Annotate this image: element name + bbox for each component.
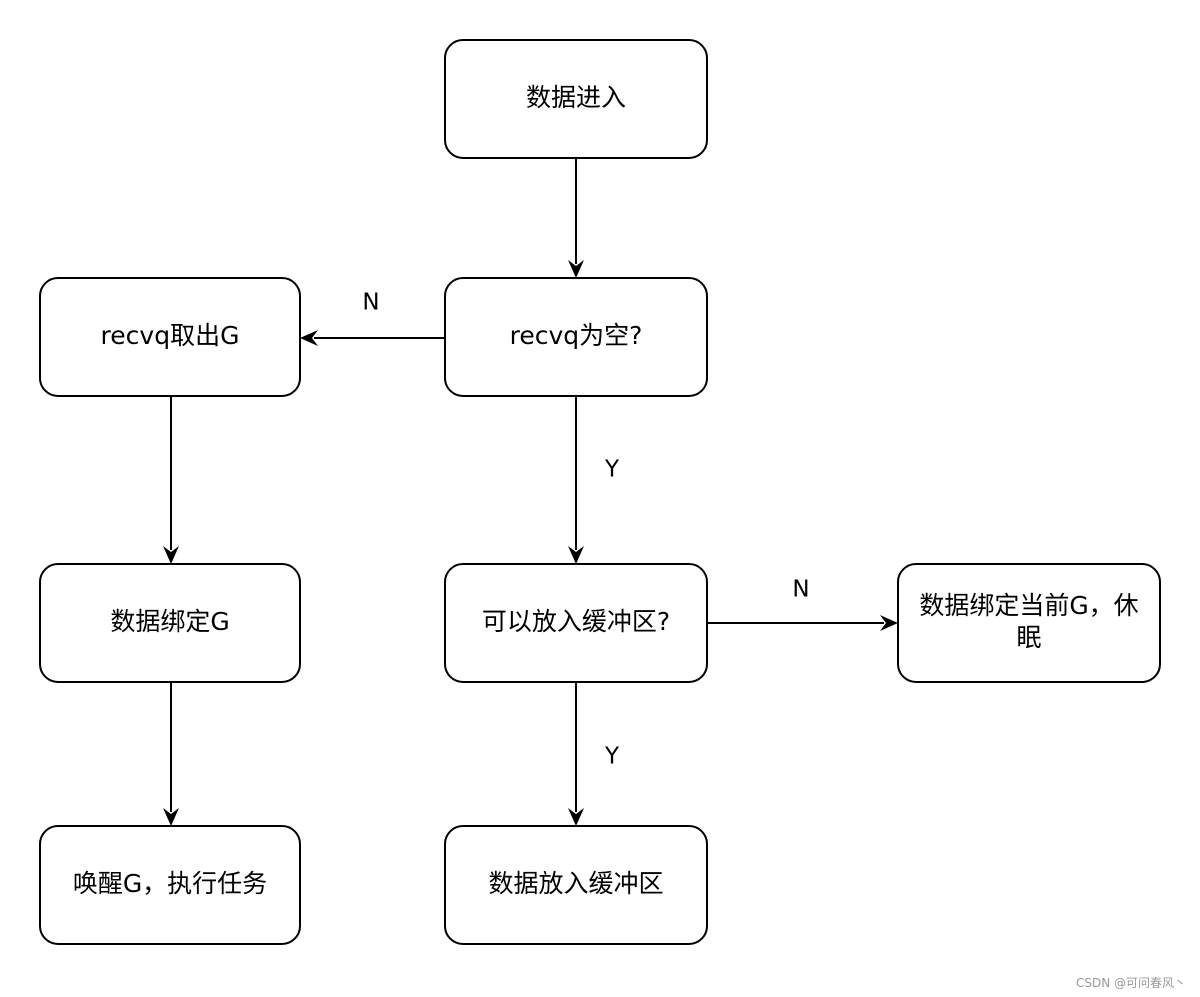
edge-label: N	[792, 577, 809, 603]
edge-recvq-empty-to-take-g: N	[300, 290, 445, 346]
edge-label: N	[362, 290, 379, 316]
node-put-buffer: 数据放入缓冲区	[444, 825, 708, 945]
arrowhead-icon	[300, 330, 318, 346]
edge-take-g-to-bind-g	[163, 396, 179, 564]
node-recvq-take-g: recvq取出G	[39, 277, 301, 397]
arrowhead-icon	[163, 546, 179, 564]
node-label: 数据绑定当前G，休	[919, 591, 1138, 620]
node-box	[444, 563, 708, 683]
edge-can-buffer-to-bind-current-sleep: N	[707, 577, 898, 631]
node-label: recvq为空?	[510, 321, 643, 350]
node-label: 数据绑定G	[110, 607, 229, 636]
node-bind-current-sleep: 数据绑定当前G，休眠	[897, 563, 1161, 683]
node-box	[39, 277, 301, 397]
node-label: 数据进入	[526, 83, 626, 112]
arrowhead-icon	[568, 808, 584, 826]
edge-bind-g-to-wake-g	[163, 682, 179, 826]
node-box	[444, 277, 708, 397]
node-box	[444, 825, 708, 945]
node-label: 可以放入缓冲区?	[482, 607, 670, 636]
nodes-layer: 数据进入 recvq为空? recvq取出G 数据绑定G 唤醒G，执行任务 可以放入缓冲区…	[39, 39, 1161, 945]
arrowhead-icon	[568, 546, 584, 564]
edge-data-enter-to-recvq-empty	[568, 158, 584, 278]
node-box	[39, 563, 301, 683]
node-wake-g: 唤醒G，执行任务	[39, 825, 301, 945]
node-label: 唤醒G，执行任务	[73, 869, 267, 898]
node-label: recvq取出G	[101, 321, 240, 350]
watermark: CSDN @可问春风丶	[1075, 976, 1186, 990]
arrowhead-icon	[568, 260, 584, 278]
node-recvq-empty: recvq为空?	[444, 277, 708, 397]
node-bind-g: 数据绑定G	[39, 563, 301, 683]
edge-can-buffer-to-put-buffer: Y	[568, 682, 620, 826]
node-box	[897, 563, 1161, 683]
arrowhead-icon	[163, 808, 179, 826]
node-box	[444, 39, 708, 159]
arrowhead-icon	[880, 615, 898, 631]
edge-label: Y	[604, 744, 620, 770]
node-can-buffer: 可以放入缓冲区?	[444, 563, 708, 683]
edge-label: Y	[604, 457, 620, 483]
edges-layer: N Y Y N	[163, 158, 898, 826]
node-label: 眠	[1016, 623, 1041, 652]
node-label: 数据放入缓冲区	[488, 869, 663, 898]
node-box	[39, 825, 301, 945]
node-data-enter: 数据进入	[444, 39, 708, 159]
edge-recvq-empty-to-can-buffer: Y	[568, 396, 620, 564]
